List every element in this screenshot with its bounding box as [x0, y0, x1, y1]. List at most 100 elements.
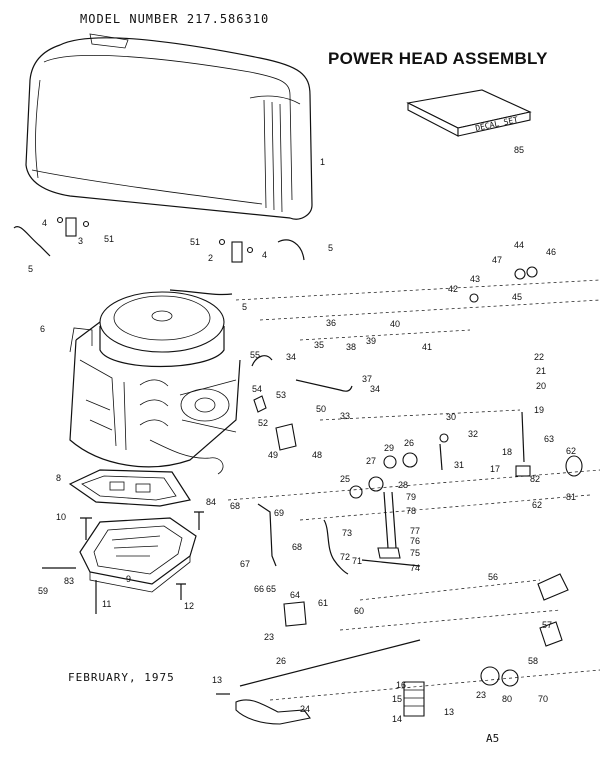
callout: 49 — [268, 450, 278, 460]
callout: 4 — [42, 218, 47, 228]
callout: 18 — [502, 447, 512, 457]
callout: 62 — [566, 446, 576, 456]
callout: 43 — [470, 274, 480, 284]
callout: 48 — [312, 450, 322, 460]
callout: 37 — [362, 374, 372, 384]
gasket-and-adapter-plate-drawings — [68, 469, 197, 593]
callout: 42 — [448, 284, 458, 294]
callout: 46 — [546, 247, 556, 257]
callout: 34 — [286, 352, 296, 362]
callout: 3 — [78, 236, 83, 246]
callout: 55 — [250, 350, 260, 360]
callout: 36 — [326, 318, 336, 328]
callout: 39 — [366, 336, 376, 346]
bolt-drawings — [42, 511, 230, 695]
callout: 28 — [398, 480, 408, 490]
callout: 83 — [64, 576, 74, 586]
callout: 67 — [240, 559, 250, 569]
callout: 51 — [190, 237, 200, 247]
callout: 73 — [342, 528, 352, 538]
callout: 45 — [512, 292, 522, 302]
callout: 31 — [454, 460, 464, 470]
callout: 71 — [352, 556, 362, 566]
callout: 27 — [366, 456, 376, 466]
callout: 30 — [446, 412, 456, 422]
callout: 54 — [252, 384, 262, 394]
callout: 40 — [390, 319, 400, 329]
callout: 34 — [370, 384, 380, 394]
callout: 29 — [384, 443, 394, 453]
callout: 61 — [318, 598, 328, 608]
callout: 4 — [262, 250, 267, 260]
callout: 52 — [258, 418, 268, 428]
callout: 56 — [488, 572, 498, 582]
callout: 66 — [254, 584, 264, 594]
callout: 44 — [514, 240, 524, 250]
callout: 53 — [276, 390, 286, 400]
callout: 20 — [536, 381, 546, 391]
assembly-guide-lines — [227, 279, 601, 701]
callout: 78 — [406, 506, 416, 516]
callout: 79 — [406, 492, 416, 502]
callout: 8 — [56, 473, 61, 483]
callout: 35 — [314, 340, 324, 350]
callout: 80 — [502, 694, 512, 704]
callout: 64 — [290, 590, 300, 600]
power-head-block-drawing — [69, 291, 241, 475]
callout: 84 — [206, 497, 216, 507]
callout: 17 — [490, 464, 500, 474]
callout: 2 — [208, 253, 213, 263]
callout: 63 — [544, 434, 554, 444]
callout: 19 — [534, 405, 544, 415]
callout: 47 — [492, 255, 502, 265]
callout: 75 — [410, 548, 420, 558]
callout: 65 — [266, 584, 276, 594]
cover-hardware-drawings — [13, 216, 305, 296]
callout: 41 — [422, 342, 432, 352]
callout: 1 — [320, 157, 325, 167]
callout: 14 — [392, 714, 402, 724]
callout: 13 — [212, 675, 222, 685]
callout: 5 — [242, 302, 247, 312]
callout: 5 — [328, 243, 333, 253]
engine-cover-drawing — [25, 33, 313, 220]
callout: 23 — [264, 632, 274, 642]
callout: 38 — [346, 342, 356, 352]
callout: 82 — [530, 474, 540, 484]
callout: 59 — [38, 586, 48, 596]
callout: 51 — [104, 234, 114, 244]
part-number-callouts: 1 2 3 4 4 5 5 5 51 51 6 8 9 10 11 12 13 … — [28, 145, 576, 724]
callout: 32 — [468, 429, 478, 439]
callout: 15 — [392, 694, 402, 704]
callout: 25 — [340, 474, 350, 484]
callout: 60 — [354, 606, 364, 616]
publication-date: FEBRUARY, 1975 — [68, 671, 175, 684]
callout: 13 — [444, 707, 454, 717]
callout: 11 — [102, 599, 111, 609]
callout: 77 — [410, 526, 420, 536]
callout: 62 — [532, 500, 542, 510]
callout: 70 — [538, 694, 548, 704]
callout: 16 — [396, 680, 406, 690]
callout: 68 — [230, 501, 240, 511]
callout: 6 — [40, 324, 45, 334]
page-code: A5 — [486, 732, 500, 745]
callout: 57 — [542, 620, 552, 630]
callout: 69 — [274, 508, 284, 518]
callout: 12 — [184, 601, 194, 611]
callout: 68 — [292, 542, 302, 552]
callout: 74 — [410, 563, 420, 573]
decal-set-drawing: DECAL SET — [406, 89, 532, 137]
callout: 5 — [28, 264, 33, 274]
callout: 26 — [276, 656, 286, 666]
page-title: POWER HEAD ASSEMBLY — [328, 49, 548, 68]
callout: 9 — [126, 574, 131, 584]
callout: 23 — [476, 690, 486, 700]
callout: 10 — [56, 512, 66, 522]
callout: 76 — [410, 536, 420, 546]
callout: 24 — [300, 704, 310, 714]
callout: 81 — [566, 492, 576, 502]
callout: 33 — [340, 411, 350, 421]
callout: 72 — [340, 552, 350, 562]
